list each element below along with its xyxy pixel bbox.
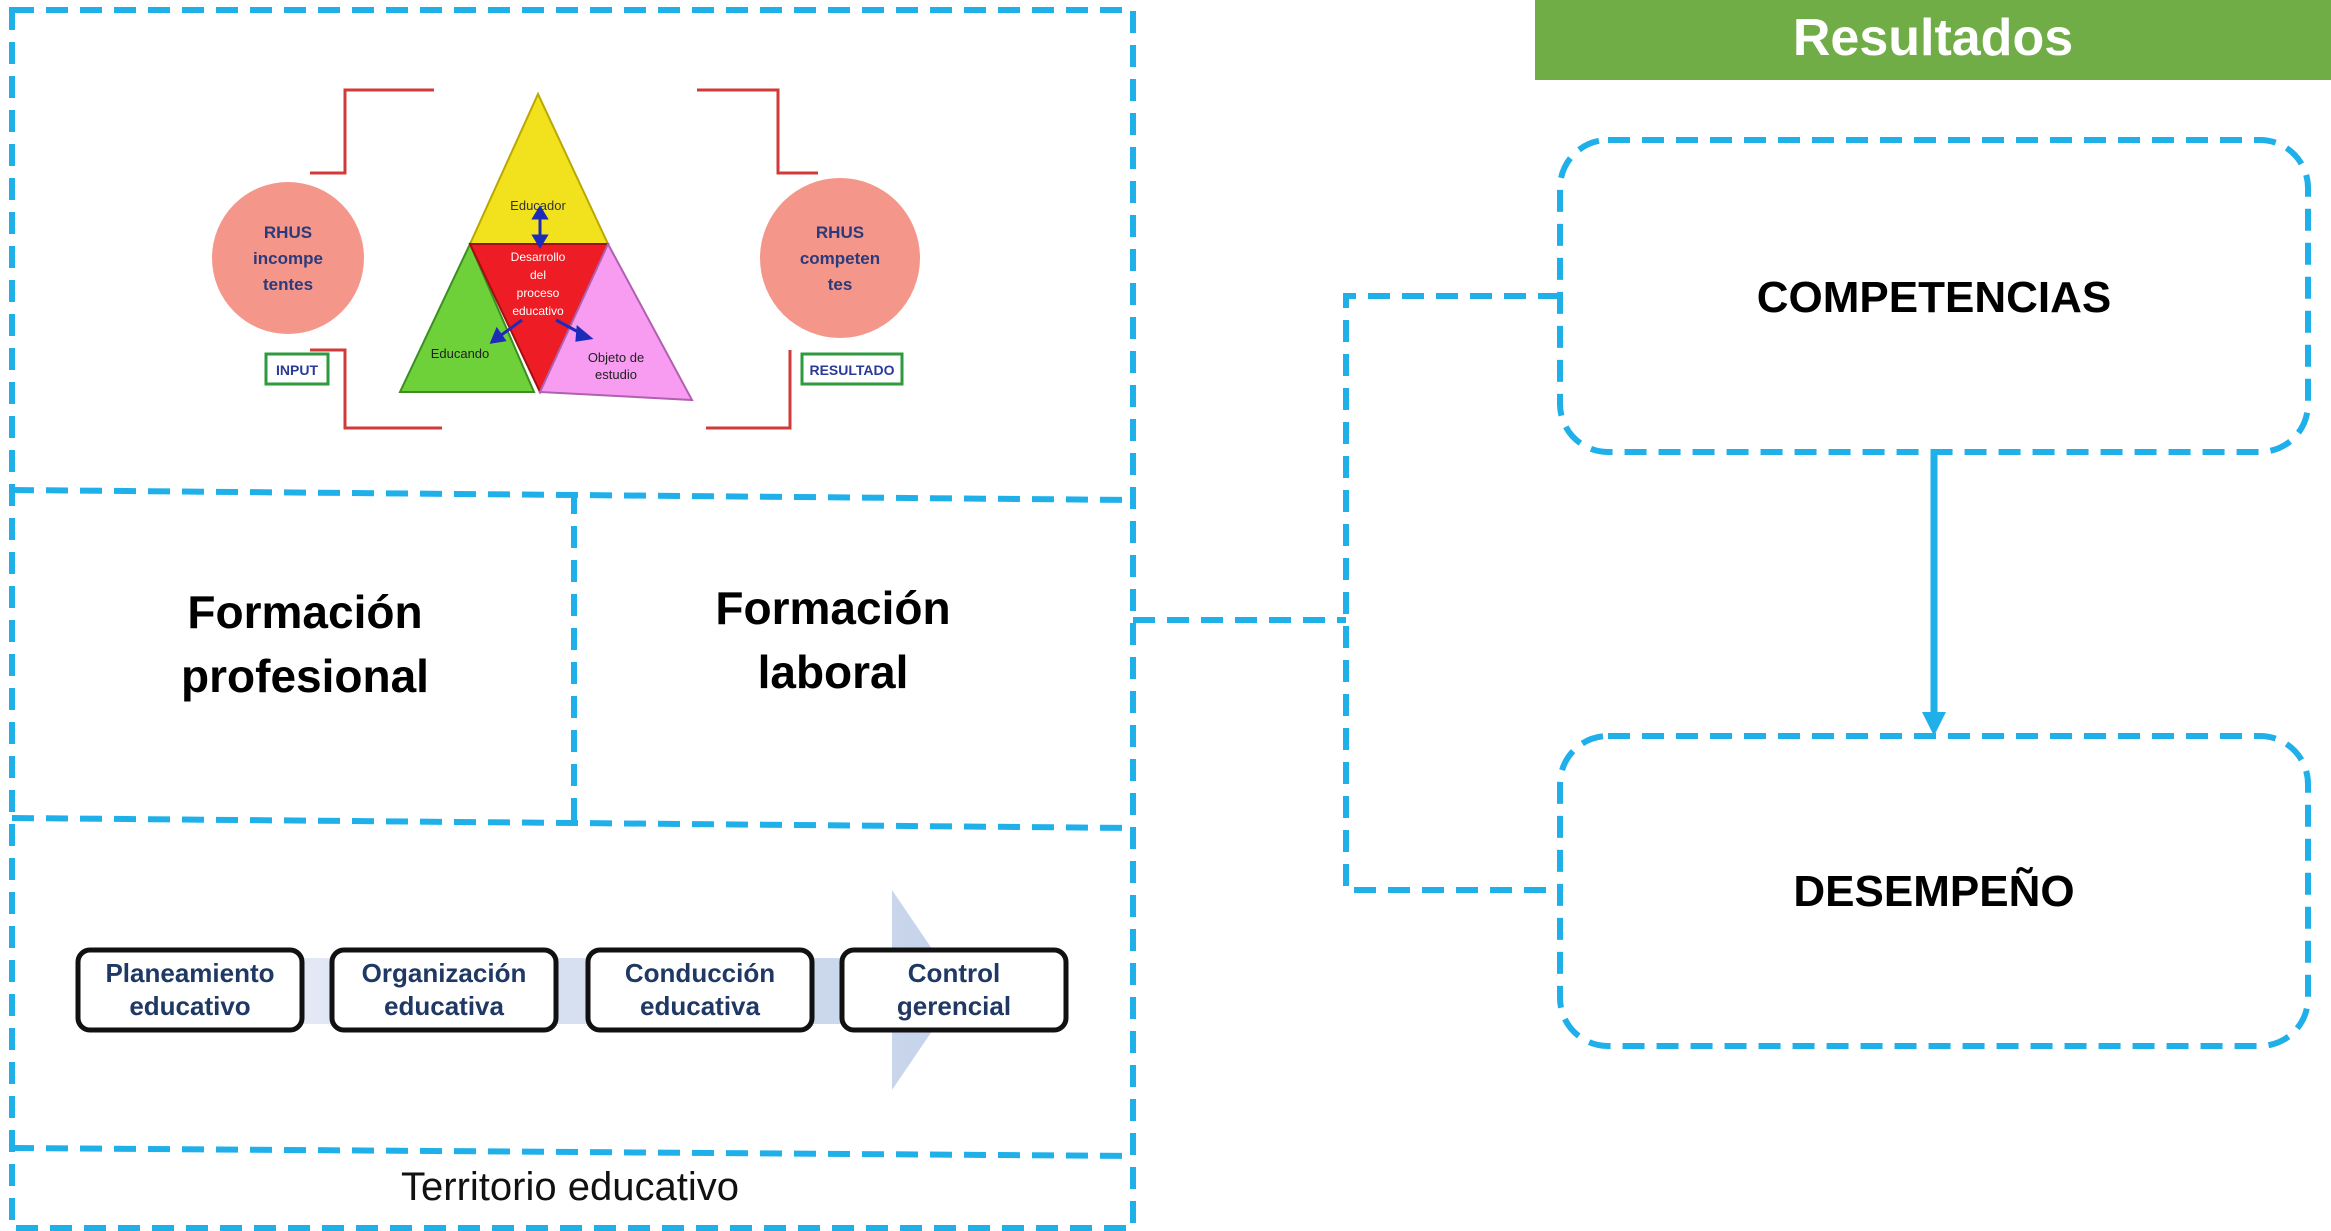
objeto-line-1: Objeto de	[588, 350, 644, 365]
step-box-planeamiento	[75, 947, 305, 1033]
left-circle-line-3: tentes	[263, 275, 313, 294]
left-circle-line-2: incompe	[253, 249, 323, 268]
formacion-laboral-line-1: Formación	[715, 582, 950, 634]
divider-bottom	[11, 1145, 1134, 1159]
step-box-control	[839, 947, 1069, 1033]
desarrollo-line-2: del	[530, 268, 546, 282]
formacion-profesional-line-1: Formación	[187, 586, 422, 638]
connectors	[1133, 293, 1560, 893]
desempeno-box	[1557, 733, 2311, 1049]
connector-bracket	[1343, 293, 1560, 893]
divider-middle	[11, 815, 1134, 831]
educador-label: Educador	[510, 198, 566, 213]
step-control-line-2: gerencial	[897, 991, 1011, 1021]
desempeno-label: DESEMPEÑO	[1793, 866, 2074, 916]
result-box	[800, 352, 904, 386]
step-control-line-1: Control	[908, 958, 1000, 988]
step-organizacion-line-2: educativa	[384, 991, 504, 1021]
step-planeamiento-line-1: Planeamiento	[105, 958, 274, 988]
desarrollo-line-1: Desarrollo	[511, 250, 566, 264]
left-panel	[9, 7, 1136, 1231]
circle-rhus-incompetentes	[212, 182, 364, 334]
formacion-laboral-line-2: laboral	[758, 646, 909, 698]
left-circle-line-1: RHUS	[264, 223, 312, 242]
right-circle-line-1: RHUS	[816, 223, 864, 242]
resultados-header-label: Resultados	[1793, 9, 2073, 67]
resultados-header	[1535, 0, 2331, 80]
education-model: RHUS incompe tentes RHUS competen tes IN…	[212, 88, 920, 430]
result-label: RESULTADO	[809, 362, 894, 378]
step-box-organizacion	[329, 947, 559, 1033]
educando-label: Educando	[431, 346, 490, 361]
triangle-educando	[398, 241, 536, 393]
competencias-label: COMPETENCIAS	[1757, 273, 2111, 322]
step-conduccion-line-2: educativa	[640, 991, 760, 1021]
formacion-profesional-line-2: profesional	[181, 650, 429, 702]
red-brackets	[310, 88, 818, 430]
step-organizacion-line-1: Organización	[362, 958, 527, 988]
territorio-label: Territorio educativo	[401, 1165, 739, 1209]
step-planeamiento-line-2: educativo	[129, 991, 250, 1021]
model-arrows	[489, 205, 594, 344]
triangle-objeto	[538, 241, 694, 402]
desarrollo-line-3: proceso	[517, 286, 560, 300]
desarrollo-line-4: educativo	[512, 304, 564, 318]
process-steps: Planeamiento educativo Organización educ…	[75, 947, 1069, 1033]
step-conduccion-line-1: Conducción	[625, 958, 775, 988]
circle-rhus-competentes	[760, 178, 920, 338]
right-circle-line-2: competen	[800, 249, 880, 268]
step-box-conduccion	[585, 947, 815, 1033]
right-circle-line-3: tes	[828, 275, 853, 294]
objeto-line-2: estudio	[595, 367, 637, 382]
left-panel-outline	[9, 7, 1136, 1231]
input-box	[264, 352, 330, 386]
input-label: INPUT	[276, 362, 318, 378]
competencias-to-desempeno-arrowhead	[1922, 712, 1946, 736]
